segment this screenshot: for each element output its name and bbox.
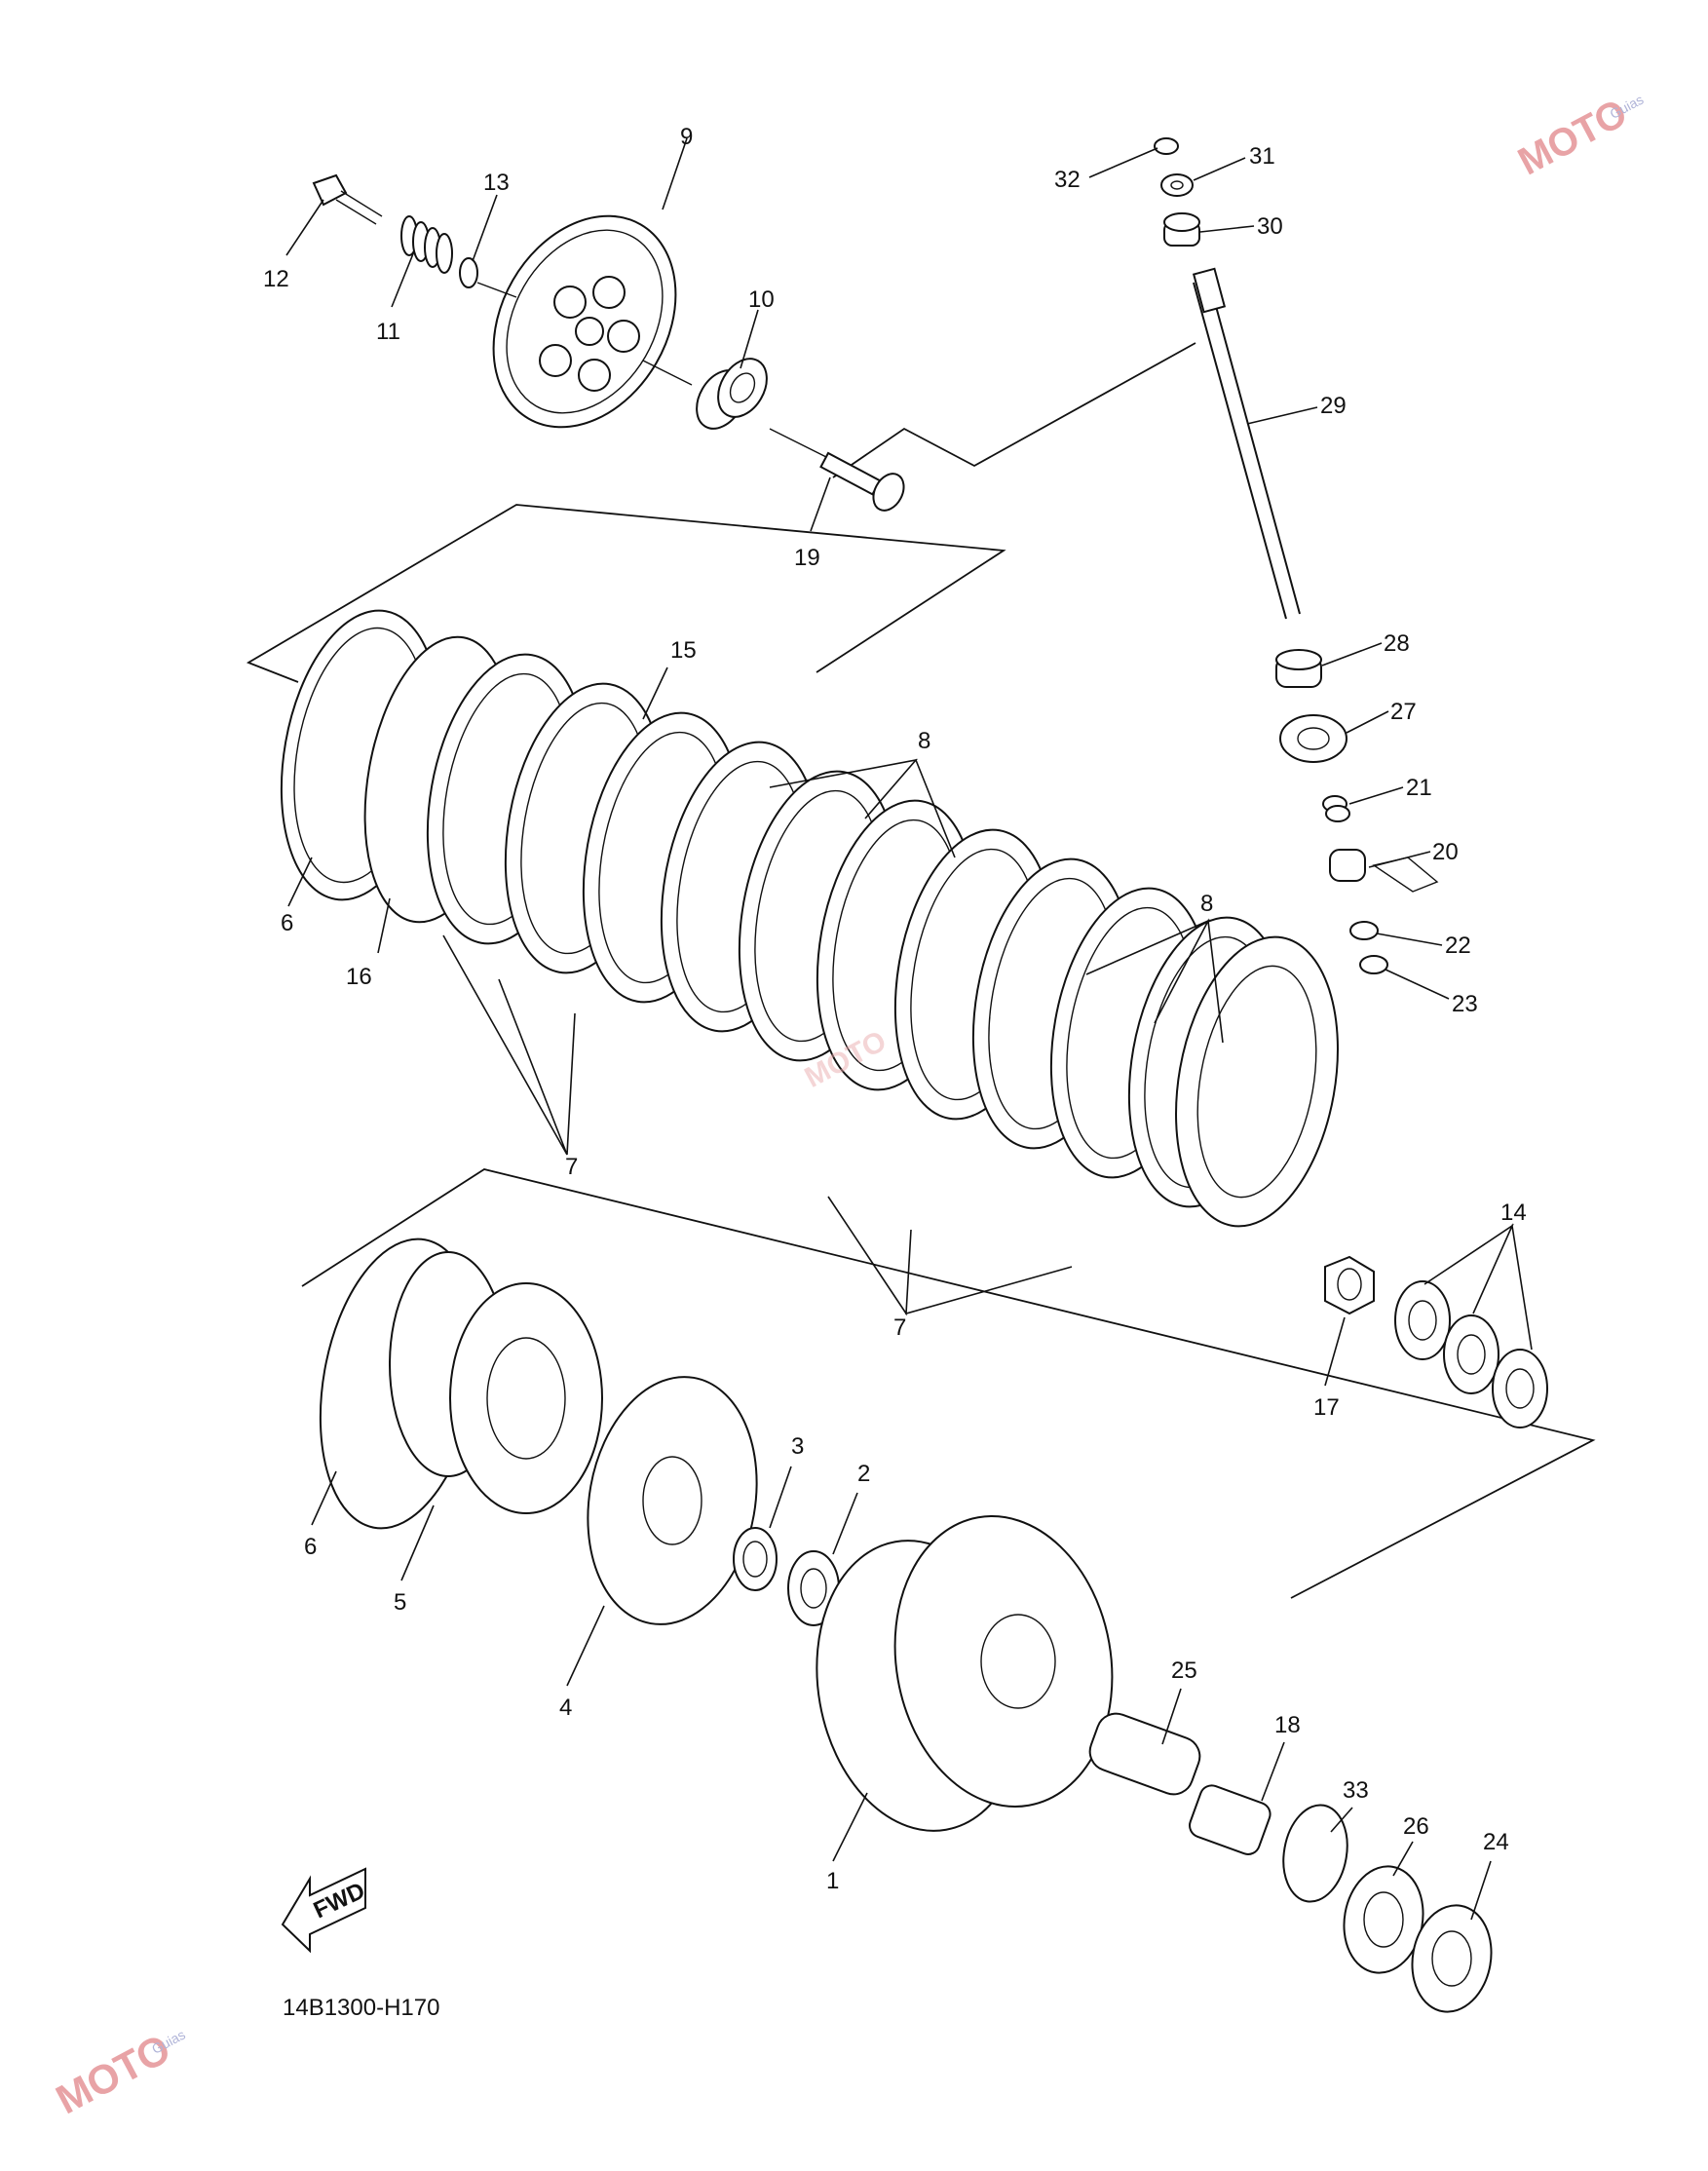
- bearing-27: [1279, 714, 1347, 763]
- pressure-plate-4: [587, 1376, 758, 1625]
- clutch-boss-5: [389, 1251, 603, 1514]
- callout-23: 23: [1452, 991, 1478, 1017]
- callout-26: 26: [1403, 1813, 1429, 1840]
- callout-4: 4: [559, 1695, 572, 1721]
- nut-17: [1324, 1255, 1375, 1315]
- watermark-logo-top: MOTO Guias: [1511, 92, 1646, 184]
- callout-30: 30: [1257, 213, 1283, 240]
- callout-22: 22: [1445, 933, 1471, 959]
- callout-2: 2: [857, 1461, 870, 1487]
- callout-24: 24: [1483, 1829, 1509, 1855]
- needle-bearing-18: [1189, 1784, 1272, 1855]
- fwd-arrow-icon: FWD: [281, 1867, 369, 1954]
- callout-14: 14: [1500, 1200, 1527, 1226]
- callout-11: 11: [376, 319, 400, 345]
- callout-16: 16: [346, 964, 372, 990]
- washer-13: [459, 257, 478, 288]
- bearing-28: [1275, 649, 1322, 688]
- spring-11: [400, 215, 453, 274]
- callout-7b: 7: [893, 1314, 906, 1341]
- callout-6b: 6: [304, 1534, 317, 1560]
- circlip-23: [1359, 955, 1388, 974]
- shaft-group-bracket: [832, 342, 1196, 478]
- callout-15: 15: [670, 637, 697, 664]
- upper-group-bracket: [246, 504, 1006, 683]
- pressure-plate: [492, 214, 677, 429]
- callout-28: 28: [1384, 630, 1410, 657]
- callout-5: 5: [394, 1589, 406, 1616]
- sleeve-25: [1088, 1712, 1201, 1796]
- callout-8a: 8: [918, 728, 930, 754]
- callout-1: 1: [826, 1868, 839, 1894]
- callout-31: 31: [1249, 143, 1275, 170]
- circlip-33: [1282, 1804, 1348, 1903]
- collar-20: [1329, 849, 1439, 893]
- push-rod-19: [819, 451, 905, 512]
- callout-20: 20: [1432, 839, 1459, 865]
- callout-33: 33: [1343, 1777, 1369, 1804]
- watermark-logo-bottom: MOTO Guias: [49, 2025, 188, 2122]
- callout-19: 19: [794, 545, 820, 571]
- callout-7a: 7: [565, 1154, 578, 1180]
- bearing-10: [696, 358, 768, 430]
- washer-3: [733, 1527, 778, 1591]
- clutch-plate-stack: [280, 609, 1339, 1228]
- lower-group-bracket: [301, 1168, 1596, 1599]
- circlip-32: [1154, 137, 1179, 155]
- callout-27: 27: [1390, 699, 1417, 725]
- callout-32: 32: [1054, 167, 1081, 193]
- callout-3: 3: [791, 1433, 804, 1460]
- callout-10: 10: [748, 286, 775, 313]
- spring-21: [1322, 795, 1350, 822]
- washer-31: [1160, 173, 1194, 197]
- washer-22: [1349, 921, 1379, 940]
- lock-washers-14: [1394, 1280, 1548, 1428]
- callout-17: 17: [1313, 1394, 1340, 1421]
- callout-29: 29: [1320, 393, 1347, 419]
- washer-24: [1411, 1904, 1493, 2013]
- callout-25: 25: [1171, 1657, 1197, 1684]
- callout-18: 18: [1274, 1712, 1301, 1738]
- callout-9: 9: [680, 124, 693, 150]
- callout-13: 13: [483, 170, 510, 196]
- push-rod-29: [1192, 267, 1301, 620]
- bolt-12: [312, 173, 383, 225]
- diagram-code: 14B1300-H170: [283, 1995, 439, 2021]
- callout-6a: 6: [281, 910, 293, 936]
- callout-12: 12: [263, 266, 289, 292]
- clutch-housing-1: [816, 1515, 1114, 1832]
- callout-21: 21: [1406, 775, 1432, 801]
- bearing-30: [1163, 212, 1200, 247]
- callout-8b: 8: [1200, 891, 1213, 917]
